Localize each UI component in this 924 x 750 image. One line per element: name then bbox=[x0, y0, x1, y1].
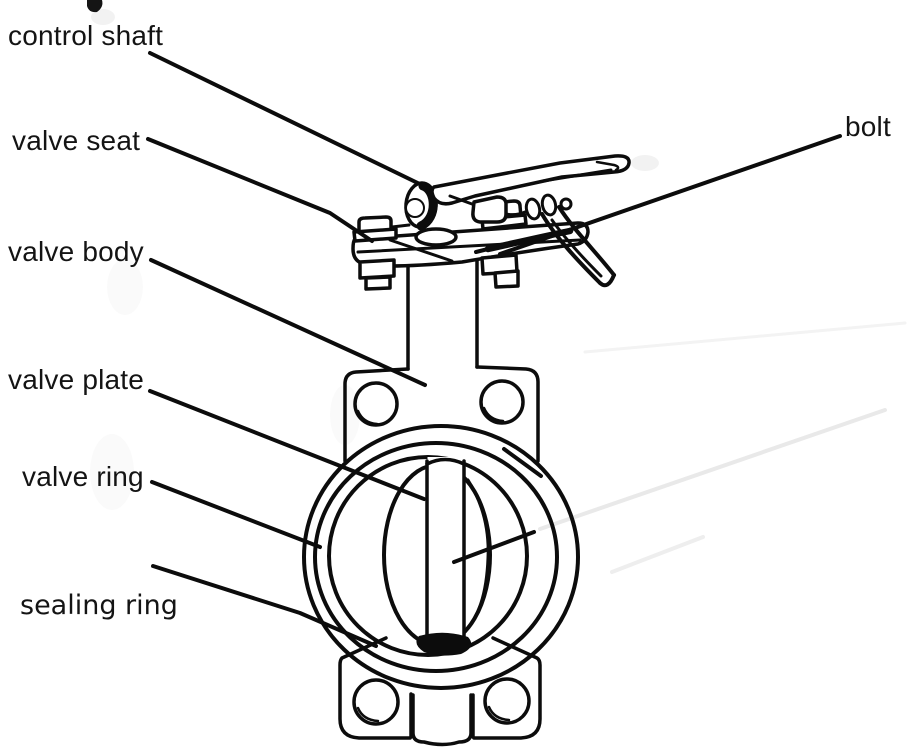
label-valve-plate: valve plate bbox=[8, 364, 145, 395]
valve-seat-flange bbox=[351, 221, 590, 268]
outer-ring bbox=[302, 424, 580, 690]
bolt-leader bbox=[498, 134, 842, 256]
trigger-lever bbox=[540, 212, 602, 285]
label-control-shaft: control shaft bbox=[8, 20, 164, 51]
valve-ring bbox=[313, 441, 559, 673]
valve-body-rings bbox=[302, 424, 580, 690]
valve-seat-leader bbox=[146, 137, 374, 243]
erased-artifact-lines bbox=[91, 9, 907, 574]
valve-plate-leader bbox=[148, 389, 426, 501]
valve-body-leader bbox=[149, 258, 427, 387]
top-right-bolt-hole bbox=[479, 379, 525, 425]
label-bolt: bolt bbox=[845, 111, 891, 142]
top-mounting-lugs bbox=[343, 365, 540, 463]
bottom-flange bbox=[338, 636, 542, 747]
label-valve-seat: valve seat bbox=[12, 125, 141, 156]
bottom-right-bolt-hole bbox=[483, 677, 531, 725]
valve-body-neck bbox=[406, 251, 479, 371]
bottom-left-bolt-hole bbox=[352, 678, 400, 726]
control-shaft-leader bbox=[148, 51, 430, 190]
top-left-bolt-hole bbox=[353, 381, 399, 427]
left-nut bbox=[358, 258, 396, 280]
stray-line-segments bbox=[452, 447, 543, 564]
shaft-bottom-socket bbox=[416, 632, 472, 656]
leader-lines bbox=[146, 51, 842, 648]
ink-blob-artifact bbox=[87, 0, 103, 13]
label-valve-body: valve body bbox=[8, 236, 144, 267]
label-sealing-ring: sealing ring bbox=[20, 590, 178, 621]
sealing-ring-leader bbox=[151, 564, 378, 648]
valve-shaft bbox=[416, 457, 472, 656]
handle-lever bbox=[430, 154, 631, 206]
valve-ring-leader bbox=[150, 480, 322, 549]
label-valve-ring: valve ring bbox=[22, 461, 144, 492]
